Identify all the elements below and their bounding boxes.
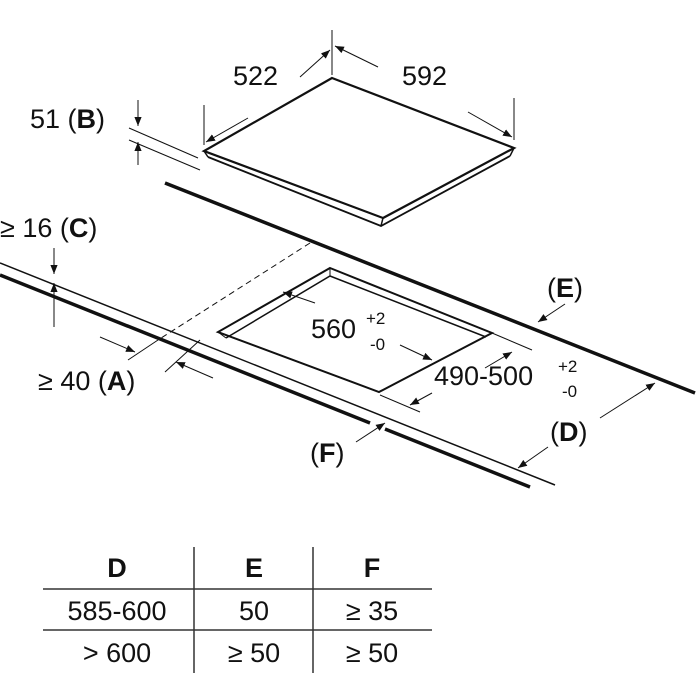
- hob-drawing: [0, 30, 696, 489]
- table-header-f: F: [364, 553, 381, 583]
- label-f: (F): [310, 438, 345, 468]
- cutout: [215, 266, 495, 394]
- table-cell: 585-600: [67, 596, 166, 626]
- svg-text:-0: -0: [370, 335, 385, 354]
- table-cell: ≥ 50: [228, 638, 280, 668]
- label-e: (E): [547, 273, 583, 303]
- cutout-depth-label: 490-500 +2 -0: [434, 357, 577, 401]
- table-header-e: E: [245, 553, 263, 583]
- clearance-table: D E F 585-600 50 ≥ 35 > 600 ≥ 50 ≥ 50: [43, 547, 432, 673]
- svg-text:560: 560: [311, 314, 356, 344]
- svg-text:+2: +2: [366, 309, 385, 328]
- height-b-label: 51 (B): [30, 104, 105, 134]
- worktop-front-edge: [0, 273, 371, 425]
- svg-text:490-500: 490-500: [434, 361, 533, 391]
- table-header-d: D: [107, 553, 127, 583]
- width-label: 522: [233, 61, 278, 91]
- clearance-c-label: ≥ 16 (C): [0, 213, 97, 243]
- table-cell: 50: [239, 596, 269, 626]
- hob-top: [201, 76, 517, 220]
- table-cell: ≥ 35: [346, 596, 398, 626]
- table-cell: > 600: [83, 638, 151, 668]
- clearance-a-label: ≥ 40 (A): [38, 366, 135, 396]
- table-cell: ≥ 50: [346, 638, 398, 668]
- cutout-width-label: 560 +2 -0: [311, 309, 385, 354]
- svg-text:-0: -0: [562, 382, 577, 401]
- worktop-back-edge: [164, 181, 696, 395]
- svg-text:+2: +2: [558, 357, 577, 376]
- label-d: (D): [550, 417, 588, 447]
- depth-label: 592: [402, 61, 447, 91]
